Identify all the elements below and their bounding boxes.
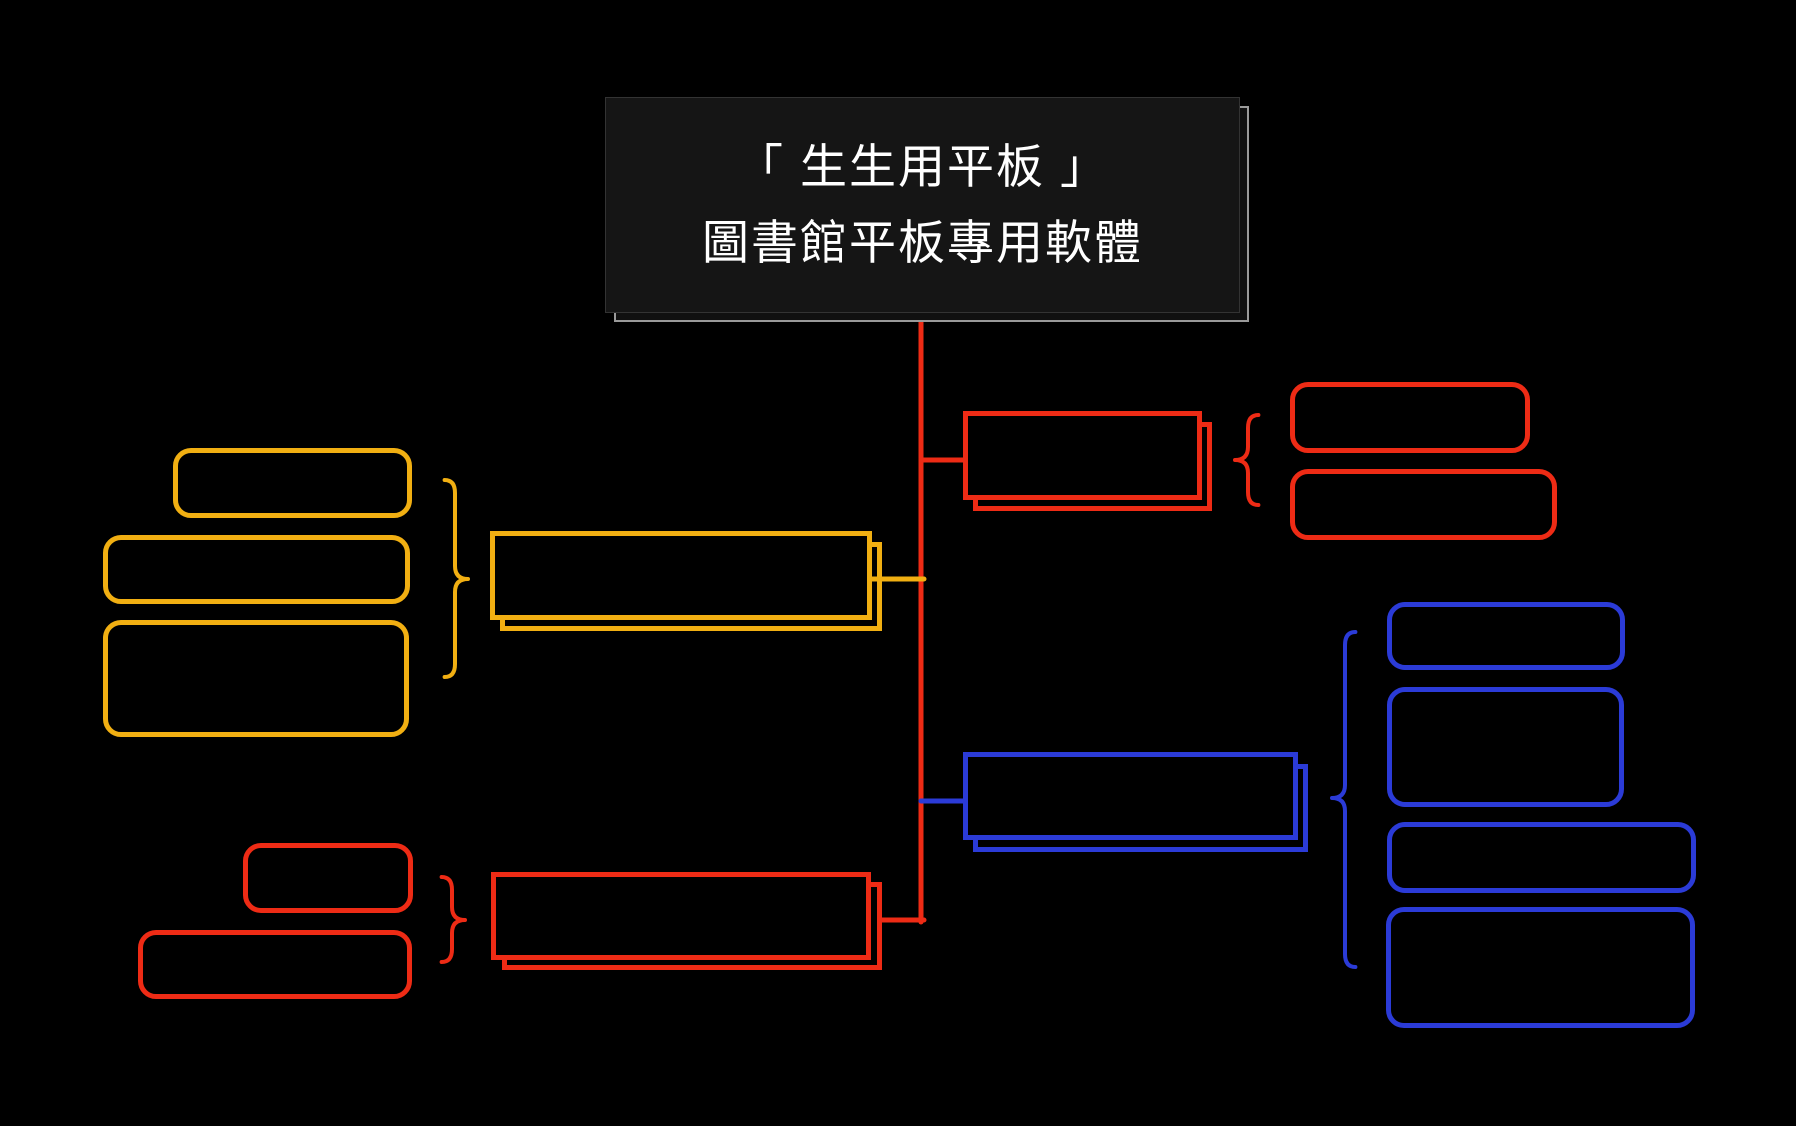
branch-blue-right-node bbox=[963, 752, 1298, 840]
branch-blue-right-leaf-2 bbox=[1387, 687, 1624, 807]
branch-red-bottom-left-node bbox=[491, 872, 871, 960]
branch-blue-right-brace bbox=[1330, 630, 1358, 969]
title-line-2: 圖書館平板專用軟體 bbox=[702, 216, 1143, 269]
branch-red-bottom-left-leaf-2 bbox=[138, 930, 412, 999]
title-node: 「 生生用平板 」 圖書館平板專用軟體 bbox=[605, 97, 1240, 313]
branch-red-top-right-leaf-2 bbox=[1290, 469, 1557, 540]
branch-red-top-right-node bbox=[963, 411, 1202, 500]
branch-blue-right-leaf-3 bbox=[1387, 822, 1696, 893]
branch-yellow-left-leaf-3 bbox=[103, 620, 409, 737]
branch-blue-right-leaf-4 bbox=[1386, 907, 1695, 1028]
branch-red-bottom-left-leaf-1 bbox=[243, 843, 413, 913]
branch-yellow-left-node bbox=[490, 531, 872, 620]
branch-red-top-right-leaf-1 bbox=[1290, 382, 1530, 453]
title-line-1: 「 生生用平板 」 bbox=[735, 140, 1110, 193]
branch-yellow-left-brace bbox=[442, 478, 470, 679]
branch-blue-right-leaf-1 bbox=[1387, 602, 1625, 670]
branch-yellow-left-leaf-1 bbox=[173, 448, 412, 518]
branch-red-top-right-brace bbox=[1233, 413, 1261, 507]
branch-yellow-left-leaf-2 bbox=[103, 535, 410, 604]
branch-red-bottom-left-brace bbox=[439, 875, 467, 964]
